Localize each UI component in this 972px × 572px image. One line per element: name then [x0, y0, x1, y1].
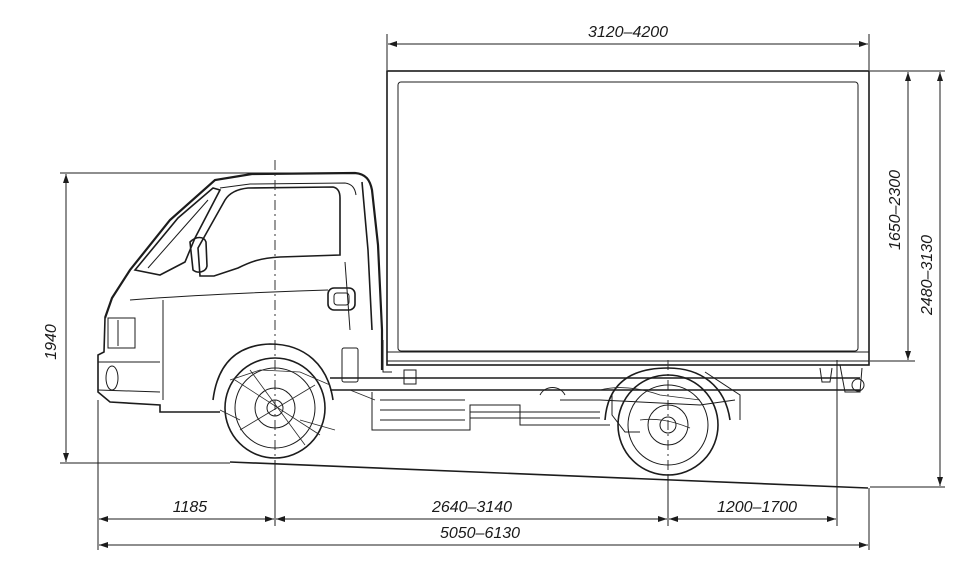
truck-cab: [97, 160, 669, 525]
chassis: [219, 347, 865, 431]
dim-total-height: 2480–3130: [870, 70, 945, 488]
front-wheel: [212, 343, 334, 459]
cab-height-label: 1940: [43, 324, 60, 360]
dim-body-length: 3120–4200: [386, 24, 870, 70]
ground-line: [229, 461, 869, 489]
body-height-label: 1650–2300: [887, 170, 904, 250]
wheelbase-label: 2640–3140: [431, 499, 512, 516]
body-length-label: 3120–4200: [588, 24, 668, 41]
dim-cab-height: 1940: [43, 172, 355, 464]
total-height-label: 2480–3130: [919, 235, 936, 316]
overall-length-label: 5050–6130: [440, 525, 520, 542]
dim-overall-length: 5050–6130: [99, 525, 868, 548]
rear-overhang-label: 1200–1700: [717, 499, 797, 516]
rear-wheel: [604, 367, 741, 476]
cargo-box: [382, 70, 870, 373]
front-overhang-label: 1185: [173, 499, 208, 516]
dim-bottom-segments: 1185 2640–3140 1200–1700: [97, 360, 870, 550]
dim-body-height: 1650–2300: [870, 70, 915, 362]
